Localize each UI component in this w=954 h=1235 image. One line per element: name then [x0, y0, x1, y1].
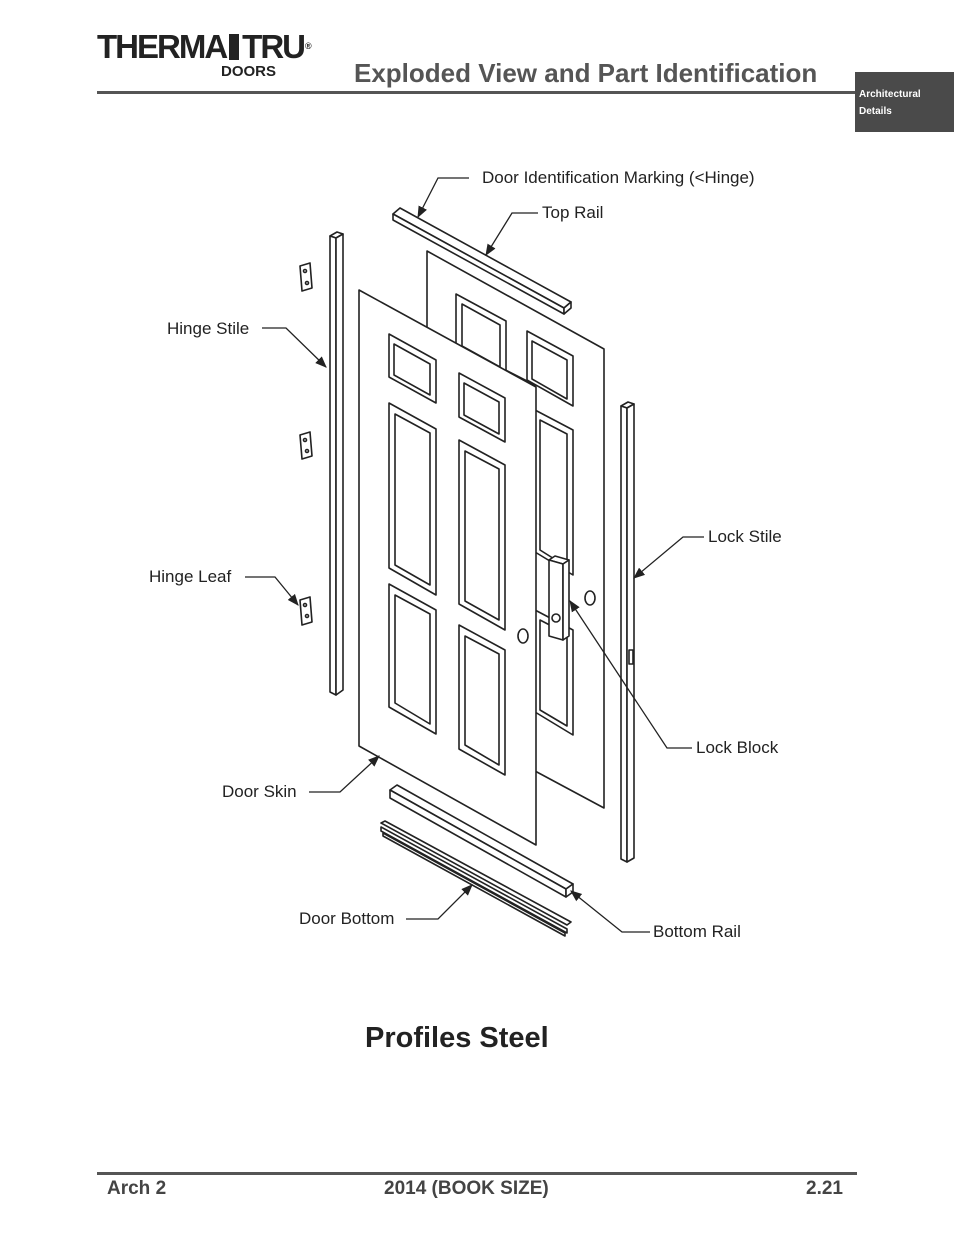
footer-center: 2014 (BOOK SIZE) — [384, 1178, 549, 1199]
door-bottom-sweep — [380, 820, 572, 937]
callout-door-bottom: Door Bottom — [299, 909, 395, 928]
callout-top-rail: Top Rail — [542, 203, 604, 222]
leader-lock-stile — [633, 536, 704, 579]
leader-top-rail — [485, 212, 538, 256]
section-tab[interactable]: Architectural Details — [855, 72, 954, 132]
leader-door-bottom — [406, 884, 473, 920]
lock-stile — [620, 401, 635, 863]
callout-lock-stile: Lock Stile — [708, 527, 782, 546]
hinge-leaf-middle — [299, 431, 313, 460]
callout-door-id-marking: Door Identification Marking (<Hinge) — [482, 168, 755, 187]
section-tab-line2: Details — [859, 106, 892, 117]
brand-logo: THERMA TRU ® DOORS — [97, 28, 311, 80]
callout-door-skin: Door Skin — [222, 782, 297, 801]
callout-lock-block: Lock Block — [696, 738, 779, 757]
logo-divider-block — [229, 33, 240, 60]
header-divider — [97, 91, 855, 94]
footer-divider — [97, 1172, 857, 1175]
hinge-stile — [329, 231, 344, 696]
hinge-leaf-bottom — [299, 596, 313, 626]
leader-hinge-stile — [262, 327, 327, 368]
page-title: Exploded View and Part Identification — [354, 58, 818, 88]
back-door-skin — [426, 250, 605, 809]
callout-bottom-rail: Bottom Rail — [653, 922, 741, 941]
logo-text-tru: TRU — [242, 28, 306, 65]
footer-left: Arch 2 — [107, 1178, 167, 1199]
logo-text-doors: DOORS — [221, 63, 277, 80]
leader-door-id-marking — [417, 177, 469, 219]
logo-text-therma: THERMA — [97, 28, 228, 65]
section-tab-line1: Architectural — [859, 89, 921, 100]
lock-block — [548, 555, 570, 641]
leader-bottom-rail — [570, 890, 650, 933]
top-rail — [392, 207, 572, 315]
hinge-leaf-top — [299, 262, 313, 292]
leader-door-skin — [309, 755, 380, 793]
callout-hinge-stile: Hinge Stile — [167, 319, 250, 338]
footer-page-number: 2.21 — [806, 1178, 843, 1199]
front-door-skin — [358, 289, 537, 846]
leader-hinge-leaf — [245, 576, 299, 606]
leader-lock-block — [569, 600, 692, 749]
callout-hinge-leaf: Hinge Leaf — [149, 567, 232, 586]
diagram-caption: Profiles Steel — [365, 1022, 549, 1054]
logo-registered-mark: ® — [304, 41, 311, 51]
bottom-rail — [389, 784, 574, 898]
